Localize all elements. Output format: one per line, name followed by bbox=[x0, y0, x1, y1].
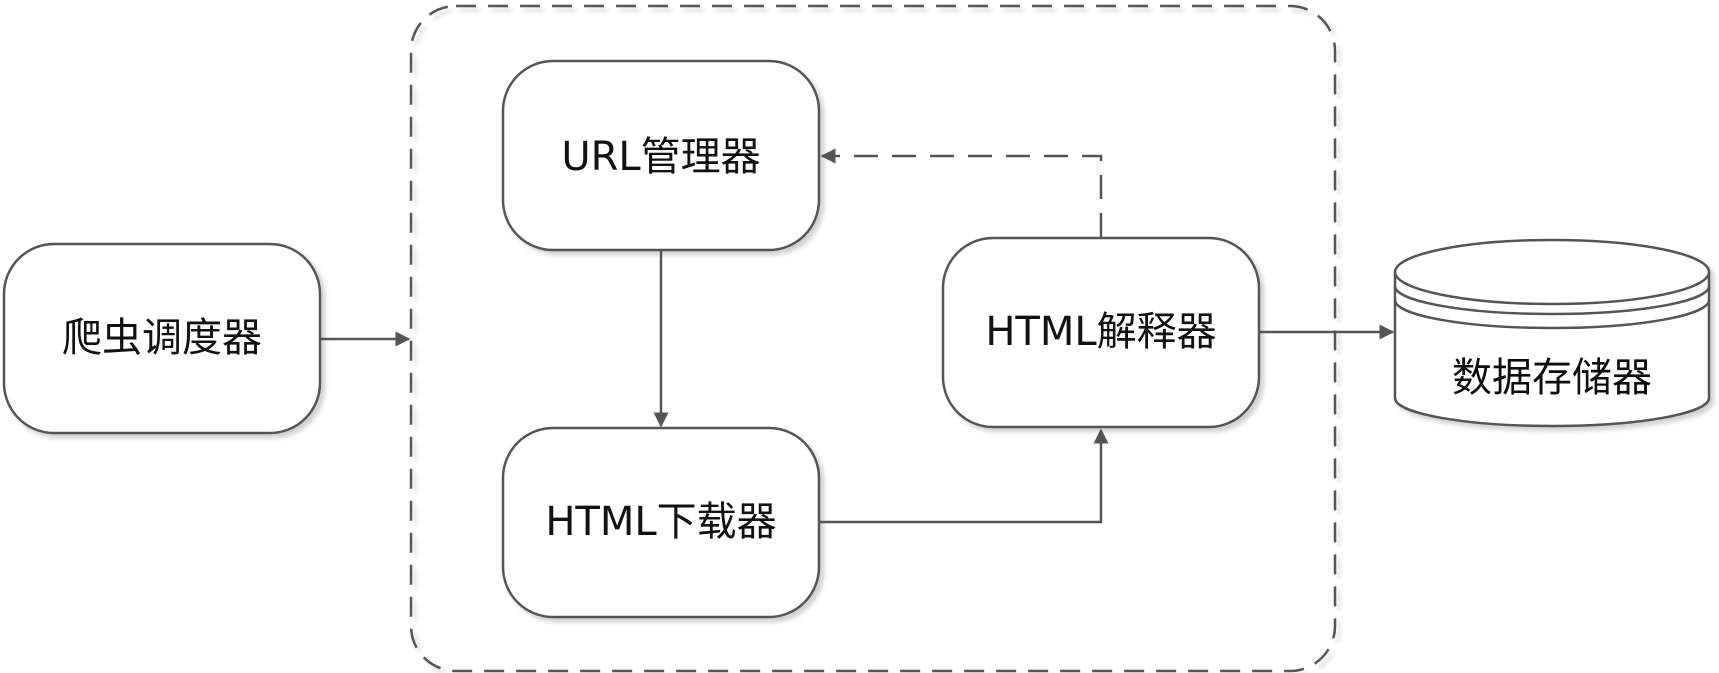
url-manager-label: URL管理器 bbox=[561, 134, 760, 180]
html-downloader-label: HTML下载器 bbox=[545, 499, 776, 545]
html-downloader-node: HTML下载器 bbox=[501, 426, 821, 619]
data-storage-label: 数据存储器 bbox=[1452, 355, 1652, 401]
arrow-parser-to-urlmanager bbox=[820, 148, 1103, 237]
crawler-core-container bbox=[409, 4, 1337, 673]
scheduler-label: 爬虫调度器 bbox=[62, 315, 262, 361]
data-storage-cylinder: 数据存储器 bbox=[1393, 238, 1711, 428]
html-parser-node: HTML解释器 bbox=[941, 236, 1261, 429]
arrow-downloader-to-parser bbox=[819, 428, 1109, 524]
scheduler-node: 爬虫调度器 bbox=[2, 242, 322, 435]
url-manager-node: URL管理器 bbox=[501, 59, 821, 252]
html-parser-label: HTML解释器 bbox=[985, 309, 1216, 355]
